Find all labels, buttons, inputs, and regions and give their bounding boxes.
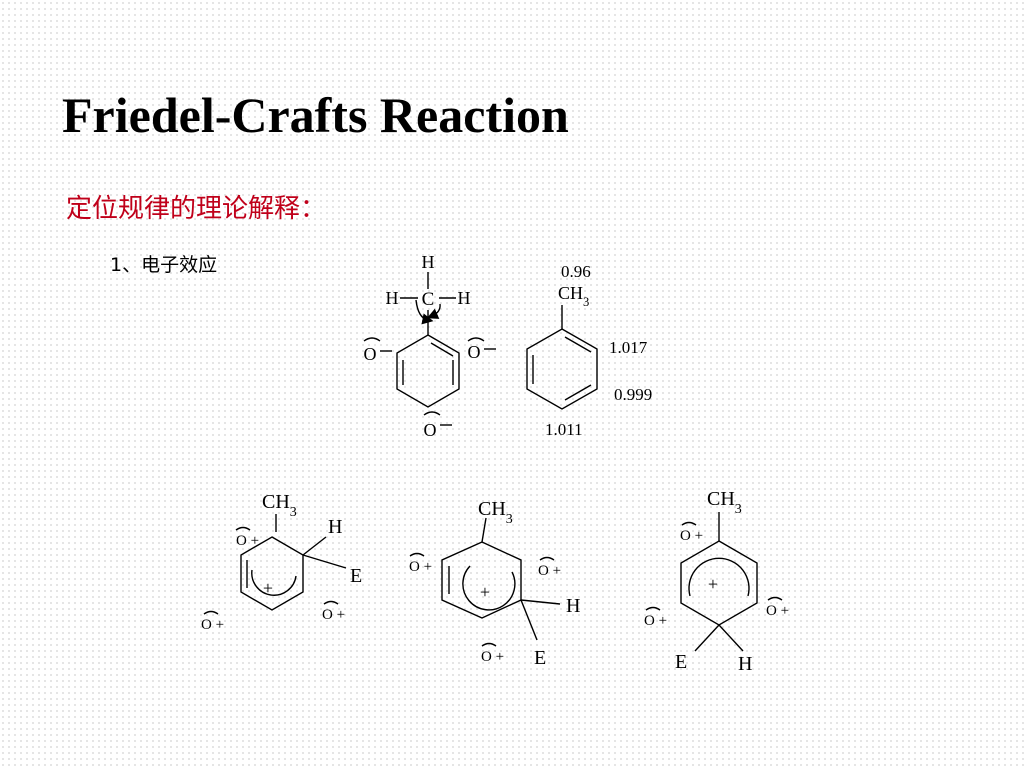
hyperconjugation-curve [426,303,441,319]
svg-text:O +: O + [644,613,667,629]
sigma-complex-meta: CH3 H E + O + O + O + [409,498,580,669]
ortho-partial-charge-c: O + [322,600,345,623]
atom-h-left: H [386,288,399,308]
sigma-complex-ortho: CH3 H E + O + O + O + [201,491,362,633]
para-partial-charge-c: O + [766,596,789,619]
svg-text:O: O [424,420,437,440]
ortho-electrophile: E [350,565,362,587]
atom-h-top: H [422,252,435,272]
point-electronic-effect: 1、电子效应 [110,254,218,276]
partial-charge-bottom: O [424,411,452,440]
meta-hydrogen: H [566,595,580,617]
atom-h-right: H [458,288,471,308]
ortho-hydrogen: H [328,516,342,538]
para-methyl: CH3 [707,488,742,517]
para-hydrogen: H [738,653,752,675]
methyl-density-value: 0.96 [561,262,591,281]
meta-partial-charge-a: O + [409,552,432,575]
benzene-ring-a [396,334,460,408]
para-density-value: 1.011 [545,420,583,439]
meta-methyl: CH3 [478,498,513,527]
ortho-density-value: 1.017 [609,338,648,357]
methyl-label-b: CH3 [558,283,589,309]
meta-partial-charge-c: O + [481,642,504,665]
meta-partial-charge-b: O + [538,556,561,579]
svg-text:O +: O + [322,607,345,623]
partial-charge-right: O [468,337,496,362]
meta-positive-charge: + [480,582,490,602]
svg-text:O: O [364,344,377,364]
para-partial-charge-b: O + [644,606,667,629]
svg-text:O +: O + [481,649,504,665]
sigma-complex-para: CH3 E H + O + O + O + [644,488,789,675]
atom-carbon: C [422,289,435,310]
svg-text:O: O [468,342,481,362]
slide-subtitle: 定位规律的理论解释： [66,194,327,224]
hyperconjugation-arrow [415,299,434,325]
meta-electrophile: E [534,647,546,669]
para-electrophile: E [675,651,687,673]
ortho-methyl: CH3 [262,491,297,520]
ortho-partial-charge-a: O + [235,526,259,549]
para-positive-charge: + [708,574,718,594]
slide-title: Friedel-Crafts Reaction [62,87,569,143]
svg-text:O +: O + [236,533,259,549]
svg-text:O +: O + [680,528,703,544]
meta-density-value: 0.999 [614,385,652,404]
benzene-ring-b [526,328,598,410]
structure-hyperconjugation: H H C H O O O [364,252,496,440]
para-partial-charge-a: O + [680,521,703,544]
svg-text:O +: O + [409,559,432,575]
ortho-positive-charge: + [263,578,273,598]
structure-electron-density: 0.96 CH3 1.017 0.999 1.011 [526,262,652,439]
svg-text:O +: O + [201,617,224,633]
svg-text:O +: O + [538,563,561,579]
partial-charge-left: O [364,337,392,364]
ortho-partial-charge-b: O + [201,610,224,633]
svg-text:O +: O + [766,603,789,619]
